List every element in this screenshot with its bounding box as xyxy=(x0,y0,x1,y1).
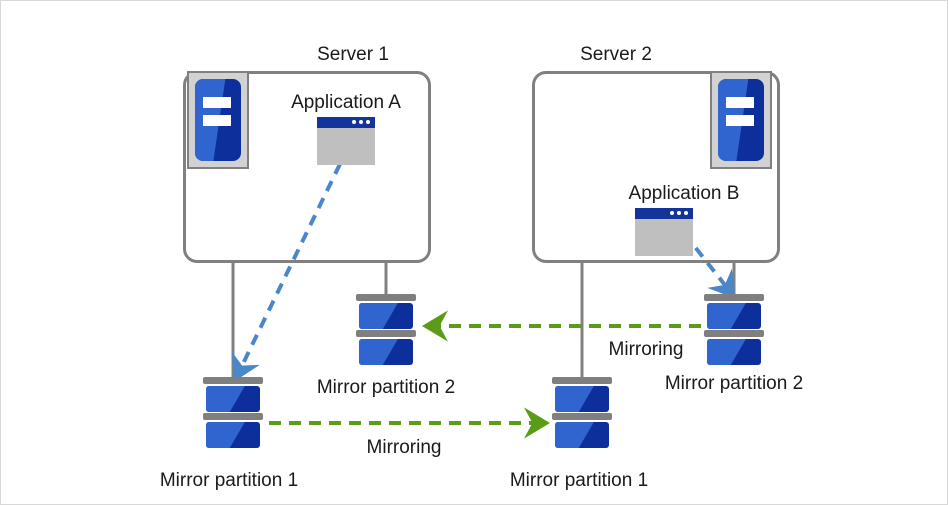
server-icon-body xyxy=(195,79,241,161)
disk-slab-bottom xyxy=(555,422,609,448)
app-icon-titlebar xyxy=(317,117,375,128)
application-b-label: Application B xyxy=(628,183,740,204)
app-icon-dot-3 xyxy=(366,120,370,124)
server1-box xyxy=(183,71,431,263)
server2-machine-icon xyxy=(710,71,772,169)
disk-plate-top xyxy=(203,377,263,384)
server2-partition1-label: Mirror partition 1 xyxy=(509,470,649,491)
disk-plate-mid xyxy=(203,413,263,420)
server2-partition2-label: Mirror partition 2 xyxy=(664,373,804,394)
disk-slab-top xyxy=(707,303,761,329)
server2-title: Server 2 xyxy=(580,44,652,65)
application-b-window-icon xyxy=(635,208,693,256)
app-icon-dot-1 xyxy=(670,211,674,215)
access-arrow-app-b xyxy=(682,231,736,299)
disk-slab-top xyxy=(555,386,609,412)
app-icon-dot-1 xyxy=(352,120,356,124)
access-arrow-app-a xyxy=(231,163,342,382)
disk-plate-mid xyxy=(356,330,416,337)
server-icon-bar-2 xyxy=(202,115,232,126)
mirroring-label-bottom: Mirroring xyxy=(366,437,442,458)
disk-slab-bottom xyxy=(359,339,413,365)
disk-server1-partition2 xyxy=(356,294,416,372)
server1-partition2-label: Mirror partition 2 xyxy=(316,377,456,398)
disk-plate-top xyxy=(552,377,612,384)
application-a-label: Application A xyxy=(291,92,401,113)
disk-plate-mid xyxy=(552,413,612,420)
app-icon-dot-2 xyxy=(677,211,681,215)
disk-plate-mid xyxy=(704,330,764,337)
disk-slab-bottom xyxy=(707,339,761,365)
server2-box xyxy=(532,71,780,263)
application-a-window-icon xyxy=(317,117,375,165)
server1-partition1-label: Mirror partition 1 xyxy=(159,470,299,491)
disk-slab-top xyxy=(359,303,413,329)
server-icon-bar-1 xyxy=(202,97,232,108)
disk-plate-top xyxy=(704,294,764,301)
server-icon-bar-2 xyxy=(725,115,755,126)
mirroring-label-top: Mirroring xyxy=(608,339,684,360)
disk-server1-partition1 xyxy=(203,377,263,455)
server1-machine-icon xyxy=(187,71,249,169)
disk-server2-partition2 xyxy=(704,294,764,372)
app-icon-dot-2 xyxy=(359,120,363,124)
disk-server2-partition1 xyxy=(552,377,612,455)
disk-slab-bottom xyxy=(206,422,260,448)
disk-slab-top xyxy=(206,386,260,412)
disk-plate-top xyxy=(356,294,416,301)
server-icon-bar-1 xyxy=(725,97,755,108)
server-icon-body xyxy=(718,79,764,161)
app-icon-titlebar xyxy=(635,208,693,219)
server1-title: Server 1 xyxy=(317,44,389,65)
app-icon-dot-3 xyxy=(684,211,688,215)
